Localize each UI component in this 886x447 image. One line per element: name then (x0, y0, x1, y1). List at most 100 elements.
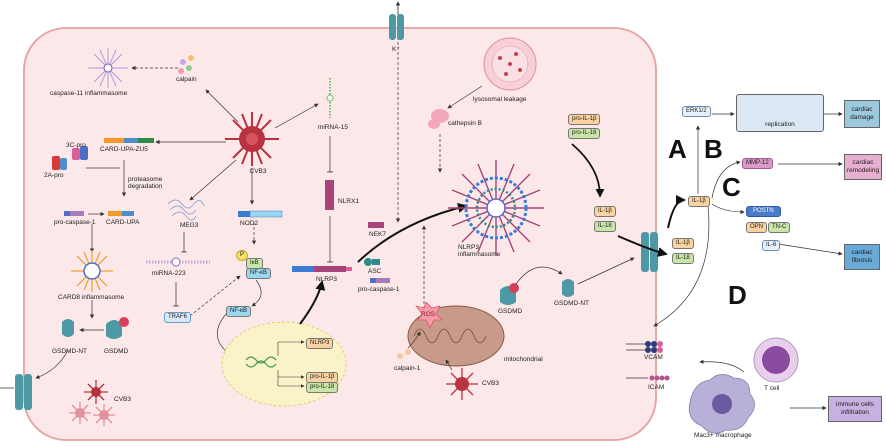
nek7-icon (368, 222, 384, 228)
nod2-icon (238, 210, 283, 218)
pro-il18-top-label: pro-IL-18 (568, 128, 601, 140)
nucleus-nlrp3-label: NLRP3 (306, 338, 334, 350)
mirna-15-icon (326, 78, 334, 118)
cvb3-bottom-mid-label: CVB3 (482, 380, 499, 387)
card8-inflammasome-icon (71, 250, 113, 292)
label-a: A (668, 134, 687, 164)
nucleus-il18-label: pro-IL-18 (306, 382, 339, 394)
mirna-15-label: miRNA-15 (318, 124, 348, 131)
vcam-label: VCAM (644, 354, 663, 361)
mmp12-label: MMP-12 (742, 158, 773, 170)
t-cell-label: T cell (764, 385, 780, 392)
meg3-icon (167, 199, 205, 221)
cardiac-damage-box: cardiac damage (844, 100, 880, 128)
nlrx1-icon (325, 180, 334, 210)
nek7-label: NEK7 (369, 231, 386, 238)
card-upa-zu5-label: CARD-UPA-ZU5 (100, 146, 148, 153)
nucleus (221, 321, 347, 407)
calpain-1-label: calpain-1 (394, 365, 421, 372)
pro-caspase-1-mid-label: pro-caspase-1 (358, 286, 400, 293)
cvb3-center-label: CVB3 (249, 168, 267, 175)
il1b-inside-label: IL-1β (594, 206, 616, 218)
t-cell-icon (753, 337, 799, 383)
opn-label: OPN (746, 222, 768, 234)
immune-infiltration-box: immune cells infiltration (828, 396, 882, 422)
gsdmd-pore-left-icon (15, 374, 32, 410)
label-c: C (722, 172, 741, 202)
nlrp3-label: NLRP3 (316, 276, 337, 283)
cardiac-remodeling-box: cardiac remodeling (844, 154, 882, 180)
replication-box: replication (736, 94, 824, 132)
traf6-label: TRAF6 (164, 312, 192, 324)
cathepsin-b-label: cathepsin B (448, 120, 482, 127)
cardiac-fibrosis-box: cardiac fibrosis (844, 244, 880, 270)
cvb3-virus-center-icon (225, 112, 279, 166)
mirna-223-label: miRNA-223 (152, 270, 186, 277)
tnc-label: TN-C (768, 222, 791, 234)
lysosome-icon (483, 37, 537, 91)
il1b-outside-label: IL-1β (672, 238, 694, 250)
macrophage-label: Mac3+ macrophage (694, 432, 752, 439)
asc-icon (364, 258, 380, 266)
postn-label: POSTN (746, 206, 781, 218)
macrophage-icon (688, 374, 755, 434)
nlrx1-label: NLRX1 (338, 198, 359, 205)
il1b-right-label: IL-1β (688, 196, 710, 208)
meg3-label: MEG3 (180, 222, 199, 229)
phospho-label: P (236, 250, 249, 262)
gsdmd-nt-left-icon (62, 319, 74, 337)
calpain-icon (178, 55, 194, 74)
mitochondrial-label: mitochondrial (504, 356, 543, 363)
nlrp3-inflammasome-icon (448, 160, 544, 256)
nlrp3-inflammasome-label: NLRP3 inflammasome (458, 244, 501, 259)
gsdmd-nt-mid-label: GSDMD-NT (554, 300, 590, 307)
caspase-11-label: caspase-11 inflammasome (50, 90, 128, 97)
card-upa-icon (108, 211, 134, 216)
calpain-1-icon (397, 349, 411, 359)
icam-icon (626, 375, 670, 381)
3c-pro-label: 3C-pro (66, 142, 86, 149)
proteasome-label: proteasome degradation (128, 176, 163, 191)
nod2-label: NOD2 (240, 220, 259, 227)
card-upa-zu5-icon (104, 138, 154, 143)
nfkb-label: NF-κB (246, 268, 271, 280)
il6-label: IL-6 (762, 240, 781, 252)
replication-label: replication (765, 120, 795, 128)
cvb3-virus-bottom-mid-icon (446, 368, 478, 400)
2a-pro-label: 2A-pro (44, 172, 64, 179)
erk-label: ERK1/2 (682, 106, 711, 118)
gsdmd-mid-icon (500, 283, 519, 305)
pro-caspase-1-mid-icon (370, 278, 390, 283)
gsdmd-left-label: GSDMD (104, 348, 129, 355)
il18-inside-label: IL-18 (594, 221, 616, 233)
ros-icon (415, 301, 443, 329)
pro-caspase-1-left-label: pro-caspase-1 (54, 219, 96, 226)
nlrp3-icon (292, 266, 352, 272)
caspase-11-inflammasome-icon (88, 48, 128, 88)
label-b: B (704, 134, 723, 164)
gsdmd-nt-mid-icon (562, 279, 574, 297)
gsdmd-pore-right-icon (641, 232, 658, 272)
mirna-223-icon (146, 257, 210, 267)
protease-3c-2a-icon (52, 146, 88, 170)
k-channel-icon (389, 1, 404, 223)
gsdmd-nt-left-label: GSDMD-NT (52, 348, 88, 355)
label-d: D (728, 280, 747, 310)
cvb3-virus-bottom-left-icon (69, 380, 115, 426)
il18-outside-label: IL-18 (672, 253, 694, 265)
card-upa-label: CARD-UPA (106, 219, 140, 226)
gsdmd-mid-label: GSDMD (498, 308, 523, 315)
k-ion-label: K⁺ (392, 46, 400, 53)
asc-label: ASC (368, 268, 382, 275)
card8-label: CARD8 inflammasome (58, 294, 125, 301)
nfkb-2-label: NF-κB (226, 306, 251, 318)
icam-label: ICAM (648, 384, 665, 391)
cathepsin-b-icon (428, 109, 449, 129)
vcam-icon (626, 341, 663, 353)
pro-caspase-1-left-icon (64, 211, 84, 216)
lysosomal-leakage-label: lysosomal leakage (473, 96, 527, 103)
gsdmd-left-icon (106, 317, 129, 339)
cvb3-bottom-left-label: CVB3 (114, 396, 131, 403)
